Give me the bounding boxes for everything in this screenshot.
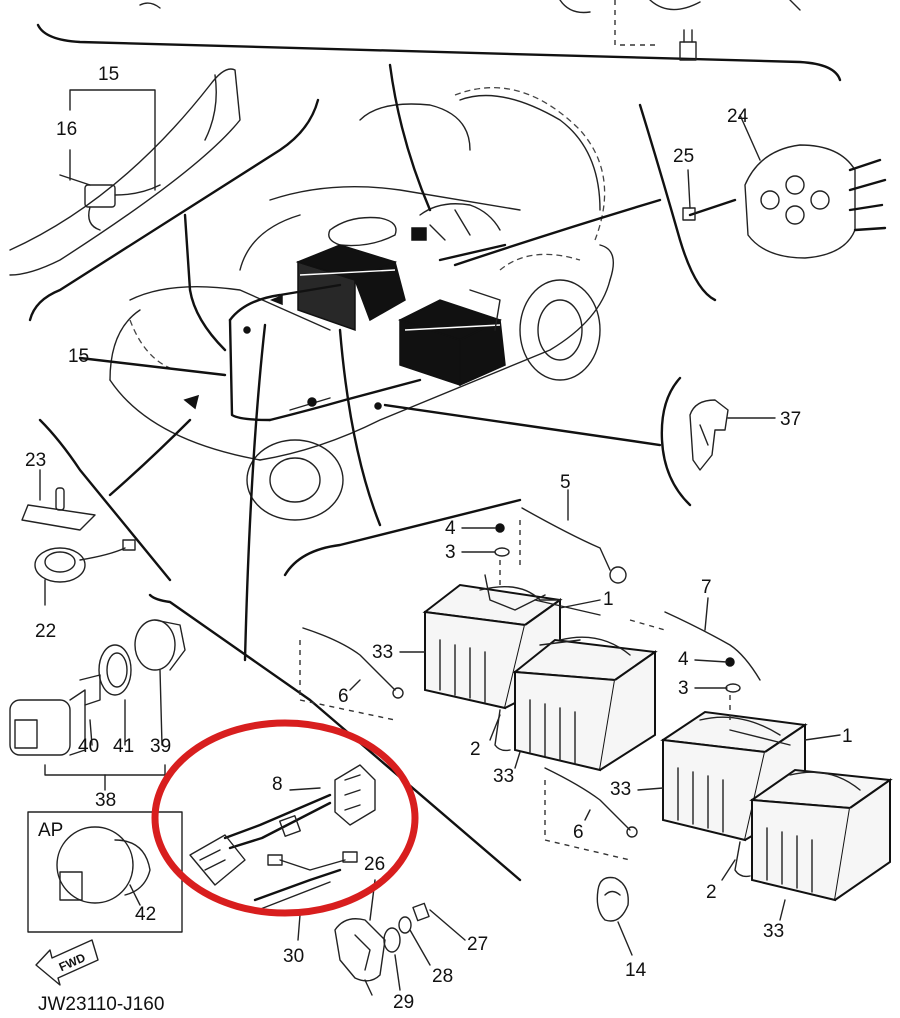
horn-22-23 [21,469,136,606]
top-fragments [139,0,801,61]
callout-41: 41 [113,736,134,757]
section-dividers [28,23,842,882]
leader-arrows [78,63,662,662]
callout-40: 40 [78,736,99,757]
button-26-29 [297,879,466,996]
callout-33-a: 33 [372,642,393,663]
callout-33-c: 33 [610,779,631,800]
callout-14: 14 [625,960,647,981]
battery-bay [299,489,893,921]
harness-15-16 [9,68,241,276]
charge-receptacle-24 [682,114,887,259]
callout-8: 8 [272,774,283,795]
callout-30: 30 [283,946,304,967]
callout-42: 42 [135,904,156,925]
callout-27: 27 [467,934,488,955]
harness-8 [189,764,376,911]
callout-4-left: 4 [445,518,456,539]
callout-28: 28 [432,966,453,987]
callout-2-right: 2 [706,882,717,903]
cart-harness [183,203,507,422]
callout-6-right: 6 [573,822,584,843]
callout-33-d: 33 [763,921,784,942]
clip-14 [596,876,633,956]
callout-33-b: 33 [493,766,514,787]
callout-labels: 15 16 24 25 15 37 23 22 5 4 3 1 33 6 7 4… [25,64,853,1015]
callout-15-lower: 15 [68,346,89,367]
callout-23: 23 [25,450,46,471]
callout-15-upper: 15 [98,64,119,85]
fwd-arrow-icon [35,939,99,986]
callout-39: 39 [150,736,171,757]
callout-3-right: 3 [678,678,689,699]
callout-38: 38 [95,790,116,811]
callout-25: 25 [673,146,694,167]
callout-29: 29 [393,992,414,1013]
bracket-37 [689,399,776,471]
cart-batteries [295,244,506,387]
golf-cart-body [109,87,614,521]
callout-2-left: 2 [470,739,481,760]
callout-1-left: 1 [603,589,614,610]
highlight-circle [151,719,419,917]
callout-7: 7 [701,577,712,598]
callout-22: 22 [35,621,56,642]
callout-16: 16 [56,119,77,140]
key-switch-assembly [9,619,186,791]
callout-26: 26 [364,854,385,875]
callout-6-left: 6 [338,686,349,707]
drawing-code: JW23110-J160 [38,994,164,1015]
callout-5: 5 [560,472,571,493]
callout-1-right: 1 [842,726,853,747]
ap-label: AP [38,820,63,841]
callout-37: 37 [780,409,801,430]
callout-4-right: 4 [678,649,689,670]
callout-24: 24 [727,106,749,127]
callout-3-left: 3 [445,542,456,563]
